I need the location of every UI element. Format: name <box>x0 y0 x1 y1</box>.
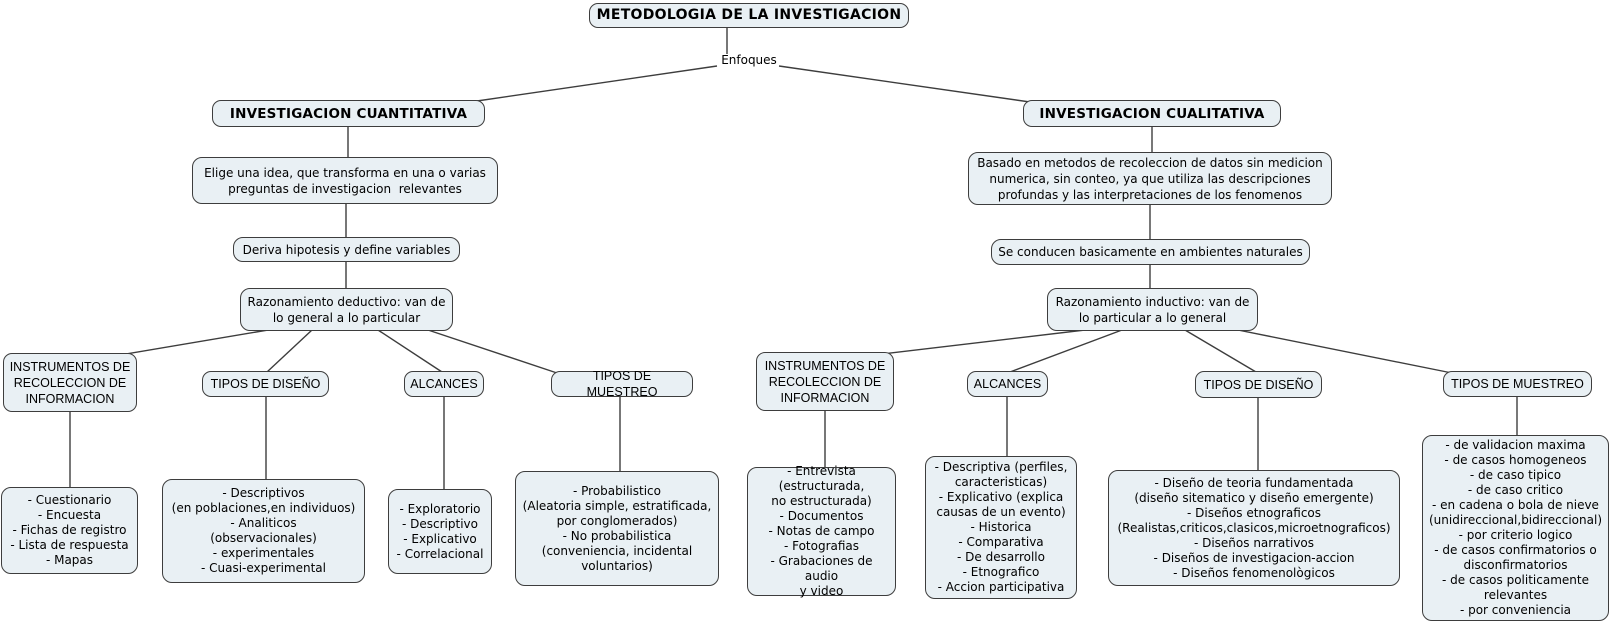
quantitative-header-node[interactable]: INVESTIGACION CUANTITATIVA <box>212 100 485 127</box>
connector-line <box>113 329 269 357</box>
connector-line <box>1184 329 1257 373</box>
qualitative-detail-alcances[interactable]: - Descriptiva (perfiles, caracteristicas… <box>925 456 1077 599</box>
quantitative-category-tipos-de-muestreo[interactable]: TIPOS DE MUESTREO <box>551 369 693 399</box>
connector-line <box>778 65 1031 103</box>
qualitative-step-2-node[interactable]: Se conducen basicamente en ambientes nat… <box>991 239 1310 265</box>
qualitative-category-instrumentos[interactable]: INSTRUMENTOS DE RECOLECCION DE INFORMACI… <box>756 352 894 411</box>
quantitative-step-1-node[interactable]: Elige una idea, que transforma en una o … <box>192 157 498 204</box>
connector-line <box>266 329 313 373</box>
qualitative-step-1-node[interactable]: Basado en metodos de recoleccion de dato… <box>968 152 1332 205</box>
quantitative-detail-instrumentos[interactable]: - Cuestionario - Encuesta - Fichas de re… <box>1 487 138 574</box>
quantitative-step-3-node[interactable]: Razonamiento deductivo: van de lo genera… <box>240 288 453 331</box>
quantitative-category-alcances[interactable]: ALCANCES <box>404 371 484 397</box>
quantitative-category-instrumentos[interactable]: INSTRUMENTOS DE RECOLECCION DE INFORMACI… <box>3 353 137 412</box>
quantitative-step-2-node[interactable]: Deriva hipotesis y define variables <box>233 237 460 262</box>
qualitative-detail-tipos-de-muestreo[interactable]: - de validacion maxima - de casos homoge… <box>1422 435 1609 621</box>
connector-line <box>476 65 718 102</box>
qualitative-category-alcances[interactable]: ALCANCES <box>967 371 1048 397</box>
quantitative-detail-tipos-de-diseno[interactable]: - Descriptivos (en poblaciones,en indivi… <box>162 479 365 583</box>
qualitative-detail-tipos-de-diseno[interactable]: - Diseño de teoria fundamentada (diseño … <box>1108 470 1400 586</box>
linking-phrase-enfoques[interactable]: Enfoques <box>721 53 777 67</box>
qualitative-detail-instrumentos[interactable]: - Entrevista (estructurada, no estructur… <box>747 464 896 598</box>
qualitative-step-3-node[interactable]: Razonamiento inductivo: van de lo partic… <box>1047 288 1258 331</box>
quantitative-detail-alcances[interactable]: - Exploratorio - Descriptivo - Explicati… <box>388 489 492 574</box>
connector-line <box>427 329 561 375</box>
quantitative-category-tipos-de-diseno[interactable]: TIPOS DE DISEÑO <box>202 371 329 397</box>
connector-line <box>1009 329 1123 373</box>
qualitative-category-tipos-de-diseno[interactable]: TIPOS DE DISEÑO <box>1195 371 1322 398</box>
title-node[interactable]: METODOLOGIA DE LA INVESTIGACION <box>589 3 909 28</box>
qualitative-header-node[interactable]: INVESTIGACION CUALITATIVA <box>1023 100 1281 127</box>
connector-line <box>881 329 1086 355</box>
quantitative-detail-tipos-de-muestreo[interactable]: - Probabilistico (Aleatoria simple, estr… <box>515 471 719 586</box>
qualitative-category-tipos-de-muestreo[interactable]: TIPOS DE MUESTREO <box>1443 371 1592 397</box>
connector-line <box>1227 327 1453 374</box>
connector-line <box>377 329 443 373</box>
